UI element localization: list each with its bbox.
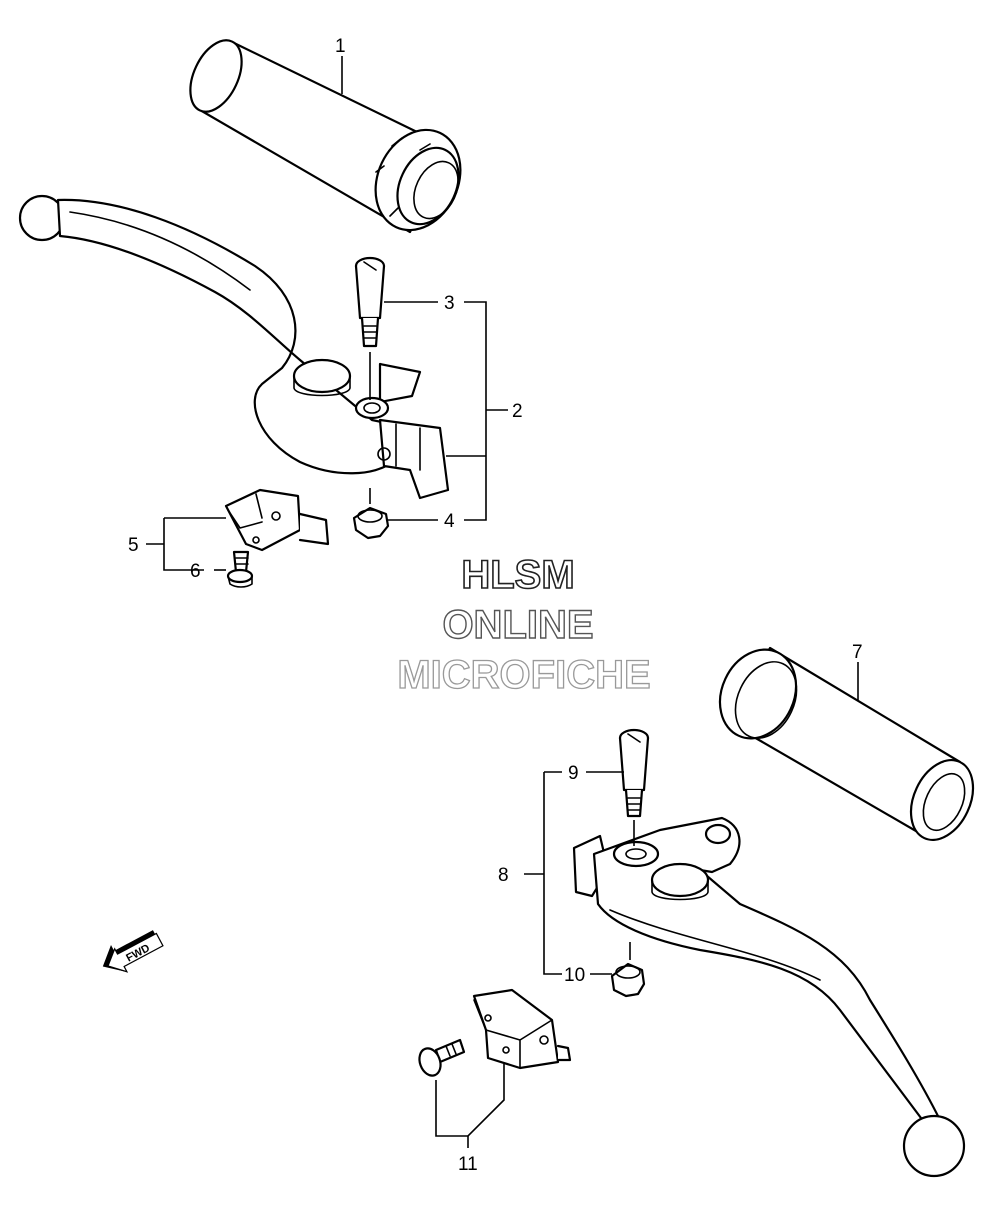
right-pivot-bolt (618, 728, 650, 846)
left-switch-screw (226, 550, 254, 588)
watermark-line-2: ONLINE (442, 603, 593, 647)
callout-11: 11 (458, 1154, 478, 1175)
callout-7: 7 (852, 642, 863, 663)
right-lever-switch (472, 988, 572, 1070)
watermark: HLSM ONLINE MICROFICHE (397, 552, 652, 697)
callout-8: 8 (498, 865, 509, 886)
callout-10: 10 (564, 965, 585, 986)
callout-3: 3 (444, 293, 455, 314)
left-lever-switch (224, 488, 330, 552)
callout-labels: 1 3 2 4 5 6 7 9 8 10 11 (128, 36, 863, 1175)
callout-4: 4 (444, 511, 455, 532)
fwd-arrow-icon: FWD (102, 930, 164, 973)
watermark-line-1: HLSM (461, 553, 574, 597)
right-lever (572, 816, 966, 1178)
callout-9: 9 (568, 763, 579, 784)
left-lever (18, 194, 450, 500)
left-grip (189, 39, 462, 234)
callout-6: 6 (190, 561, 201, 582)
right-pivot-nut (610, 942, 646, 998)
leader-lines (146, 56, 859, 1148)
right-grip (718, 646, 975, 841)
callout-1: 1 (335, 36, 346, 57)
right-switch-screw (418, 1038, 466, 1077)
left-pivot-bolt (354, 256, 386, 400)
callout-2: 2 (512, 401, 523, 422)
watermark-line-3: MICROFICHE (397, 653, 650, 697)
left-pivot-nut (352, 488, 390, 540)
callout-5: 5 (128, 535, 139, 556)
